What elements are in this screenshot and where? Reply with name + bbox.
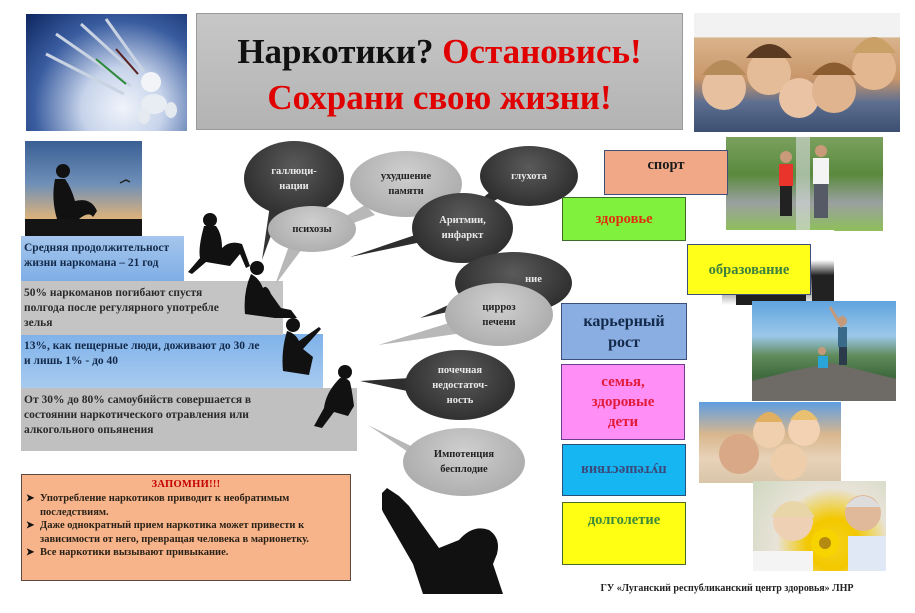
title-banner: Наркотики? Остановись! Сохрани свою жизн… [196,13,683,130]
arrow-bullet-icon: ➤ [26,547,35,558]
goal-text: рост [608,333,640,351]
stat-line: жизни наркомана – 21 год [24,257,159,269]
photo-happy-family [699,402,841,483]
bubble-text: ность [446,394,474,406]
goal-travel: путешествия [562,444,686,496]
bubble-text: бесплодие [440,464,488,475]
goal-text-upside-down: путешествия [581,462,667,478]
footer-credit: ГУ «Луганский республиканский центр здор… [600,583,854,594]
stat-line: 13%, как пещерные люди, доживают до 30 л… [24,340,260,352]
remember-item: ➤ Все наркотики вызывают привыкание. [26,546,346,560]
stat-line: зелья [24,317,53,329]
bubble-kidney-failure: почечная недостаточ-ность [405,350,515,420]
stat-line: полгода после регулярного употребле [24,302,219,314]
photo-mountain-hikers [752,301,896,401]
silhouette-sitting-2-icon [244,261,297,318]
goal-career-growth: карьерный рост [561,303,687,360]
arrow-bullet-icon: ➤ [26,520,35,531]
bubble-text: ние [525,274,542,285]
bubble-text: психозы [292,223,332,235]
stat-line: Средняя продолжительност [24,242,170,254]
goal-text: семья, [601,374,645,390]
bubble-deafness: глухота [480,146,578,206]
silhouette-pointing-icon [282,318,321,375]
stat-step-2-bg [21,281,283,335]
goal-education: образование [687,244,811,295]
remember-box: ЗАПОМНИ!!! ➤ Употребление наркотиков прив… [21,474,351,581]
photo-sunset-silhouette [25,141,142,236]
family-faces-icon [719,410,820,480]
bubble-text: нации [279,180,309,192]
goal-health: здоровье [562,197,686,241]
stat-line: и лишь 1% - до 40 [24,355,119,367]
goal-family: семья, здоровые дети [561,364,685,440]
bubble-text: печени [482,316,516,328]
stat-line: состоянии наркотического отравления или [24,409,249,421]
bubble-impotence: Импотенция бесплодие [403,428,525,496]
remember-item-text: Все наркотики вызывают привыкание. [40,547,229,558]
bubble-text: почечная [437,364,483,376]
bubble-text: Аритмии, [439,215,486,226]
bubble-text: глухота [511,170,547,182]
bubble-text: инфаркт [441,230,484,241]
photo-young-people [694,13,900,132]
stat-line: 50% наркоманов погибают спустя [24,287,203,299]
goal-text: дети [607,414,639,430]
faces-icon [702,37,896,118]
bubble-cirrhosis: цирроз печени [445,283,553,346]
remember-item: ➤ Даже однократный прием наркотика может … [26,519,346,546]
remember-list: ➤ Употребление наркотиков приводит к необ… [22,490,350,560]
goal-text: карьерный [583,312,665,330]
goal-sport: спорт [604,150,728,195]
syringe-figure-icon [45,18,177,124]
remember-title: ЗАПОМНИ!!! [151,479,221,490]
bubble-hallucinations: галлюци-нации [244,141,344,216]
hikers-icon [752,306,896,401]
remember-item-text: Употребление наркотиков приводит к необр… [40,493,290,518]
stat-cavemen: 13%, как пещерные люди, доживают до 30 л… [21,334,311,388]
title-line-1: Наркотики? Остановись! [197,32,682,72]
stat-life-expectancy: Средняя продолжительност жизни наркомана… [21,236,184,281]
goal-text: здоровые [591,394,655,410]
goal-longevity: долголетие [562,502,686,565]
bubble-text: ухудшение [380,171,432,182]
photo-syringes [26,14,187,131]
silhouette-pointing-up-icon [382,488,503,594]
arrow-bullet-icon: ➤ [26,493,35,504]
sunflower-couple-icon [753,495,886,571]
title-question: Наркотики? [237,32,434,71]
bubble-text: недостаточ- [432,379,488,391]
bubble-arrhythmia: Аритмии, инфаркт [412,193,513,263]
stat-step-4-bg [21,388,357,451]
stat-step-3-bg [21,334,323,388]
title-line-2: Сохрани свою жизни! [267,78,612,117]
remember-item-text: Даже однократный прием наркотика может п… [40,520,309,545]
stat-line: алкогольного опьянения [24,424,154,436]
remember-item: ➤ Употребление наркотиков приводит к необ… [26,492,346,519]
title-stop: Остановись! [442,32,642,71]
bubble-psychoses: психозы [268,206,356,252]
photo-runners [726,137,883,231]
silhouette-sitting-3-icon [314,365,354,428]
silhouette-sitting-1-icon [188,213,250,274]
bubble-text: Импотенция [433,449,495,460]
bubble-text: цирроз [482,301,516,313]
stat-half-year-deaths: 50% наркоманов погибают спустя полгода п… [21,281,243,335]
runners-icon [779,137,829,231]
bubble-text: памяти [388,186,424,197]
stat-line: От 30% до 80% самоубийств совершается в [24,394,252,406]
photo-elderly-couple [753,481,886,571]
stat-suicides: От 30% до 80% самоубийств совершается в … [21,388,339,451]
sitting-silhouette-icon [25,164,142,236]
bubble-text: галлюци- [271,165,317,177]
